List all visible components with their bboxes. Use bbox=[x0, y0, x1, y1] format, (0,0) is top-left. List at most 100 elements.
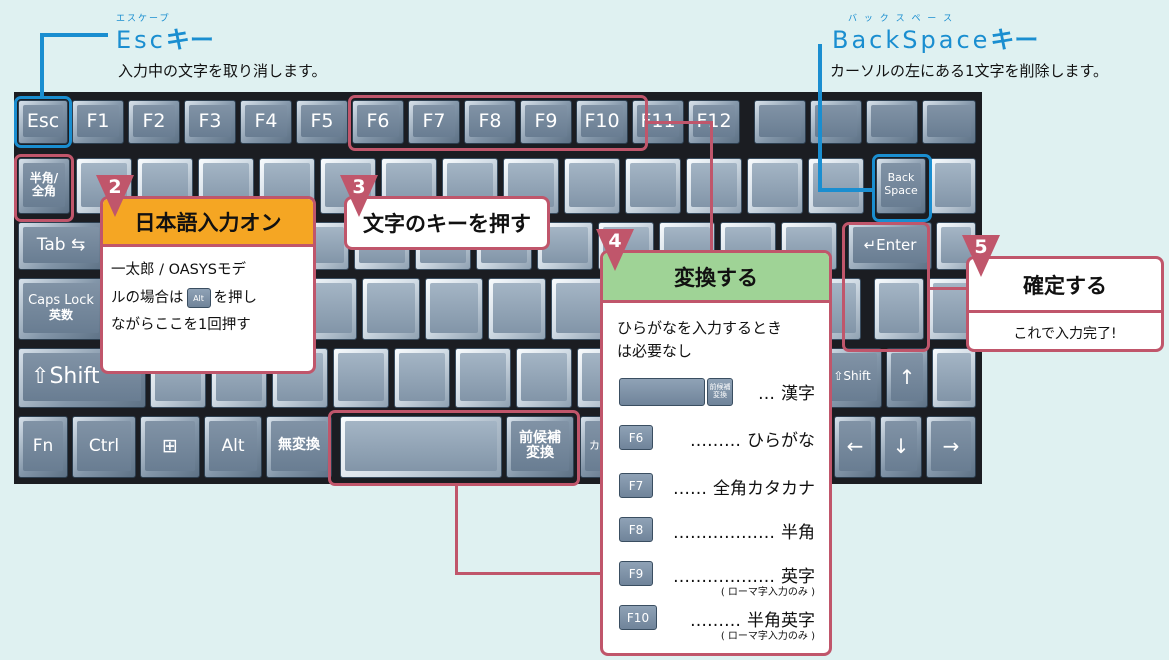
blank-key[interactable] bbox=[930, 158, 976, 214]
blank-key[interactable] bbox=[362, 278, 420, 340]
esc-leader bbox=[40, 33, 108, 37]
row-dots: ……… bbox=[690, 611, 741, 631]
alt-key[interactable]: Alt bbox=[204, 416, 262, 478]
blank-key[interactable] bbox=[516, 348, 572, 408]
step5-number: 5 bbox=[974, 236, 988, 258]
step4-number: 4 bbox=[608, 230, 622, 252]
tab-key[interactable]: Tab ⇆ bbox=[18, 222, 104, 270]
backspace-leader bbox=[818, 188, 874, 192]
step2-marker bbox=[96, 175, 134, 217]
blank-key[interactable] bbox=[564, 158, 620, 214]
f10-key[interactable]: F10 bbox=[576, 100, 628, 144]
esc-highlight bbox=[14, 96, 72, 148]
f6-key[interactable]: F6 bbox=[352, 100, 404, 144]
row-result: ひらがな bbox=[747, 431, 815, 451]
row-dots: ……… bbox=[690, 431, 741, 451]
backspace-title: BackSpaceキー bbox=[832, 26, 1039, 54]
f7-key-icon: F7 bbox=[619, 473, 653, 498]
row-result: 漢字 bbox=[781, 384, 815, 404]
up-arrow-key[interactable]: ↑ bbox=[886, 348, 928, 408]
muhenkan-key[interactable]: 無変換 bbox=[266, 416, 332, 478]
f7-key[interactable]: F7 bbox=[408, 100, 460, 144]
blank-key[interactable] bbox=[754, 100, 806, 144]
blank-key[interactable] bbox=[455, 348, 511, 408]
f10-key-icon: F10 bbox=[619, 605, 657, 630]
esc-description: 入力中の文字を取り消します。 bbox=[118, 62, 327, 80]
row-note: ( ローマ字入力のみ ) bbox=[720, 631, 815, 642]
enter-highlight bbox=[842, 222, 930, 352]
row-dots: … bbox=[758, 384, 775, 404]
f9-key-icon: F9 bbox=[619, 561, 653, 586]
backspace-ruby: バ ッ ク ス ペ ー ス bbox=[848, 14, 955, 24]
blank-key[interactable] bbox=[551, 278, 609, 340]
conversion-row: ……………… 半角 bbox=[673, 518, 815, 543]
zenkouho-key-icon: 前候補変換 bbox=[707, 378, 733, 406]
backspace-highlight bbox=[872, 154, 932, 222]
conversion-row: ………半角英字 bbox=[690, 606, 815, 631]
f6-key-icon: F6 bbox=[619, 425, 653, 450]
hankaku-highlight bbox=[14, 154, 74, 222]
blank-key[interactable] bbox=[932, 348, 976, 408]
step5-title: 確定する bbox=[969, 259, 1161, 313]
enter-lower-key[interactable] bbox=[874, 278, 924, 340]
f5-key[interactable]: F5 bbox=[296, 100, 348, 144]
f8-key-icon: F8 bbox=[619, 517, 653, 542]
step4-title: 変換する bbox=[603, 253, 829, 303]
connector bbox=[455, 572, 603, 575]
step4-callout: 変換する ひらがなを入力するとき は必要なし 前候補変換 … 漢字 F6 ……… ひらが… bbox=[600, 250, 832, 656]
ctrl-key[interactable]: Ctrl bbox=[72, 416, 136, 478]
step4-marker bbox=[596, 229, 634, 271]
blank-key[interactable] bbox=[394, 348, 450, 408]
right-arrow-key[interactable]: → bbox=[926, 416, 976, 478]
esc-key[interactable]: Esc bbox=[18, 100, 68, 144]
step3-marker bbox=[340, 175, 378, 217]
windows-key[interactable]: ⊞ bbox=[140, 416, 200, 478]
backspace-description: カーソルの左にある1文字を削除します。 bbox=[830, 62, 1109, 80]
esc-leader bbox=[40, 33, 44, 97]
esc-title: Escキー bbox=[116, 26, 214, 54]
connector bbox=[930, 287, 970, 290]
backspace-key[interactable]: Back Space bbox=[876, 158, 926, 214]
f9-key[interactable]: F9 bbox=[520, 100, 572, 144]
blank-key[interactable] bbox=[686, 158, 742, 214]
space-key-icon bbox=[619, 378, 705, 406]
backspace-leader bbox=[818, 44, 822, 190]
conversion-row: ……全角カタカナ bbox=[673, 474, 815, 499]
left-arrow-key[interactable]: ← bbox=[834, 416, 876, 478]
connector bbox=[455, 486, 458, 574]
row-dots: ……………… bbox=[673, 567, 775, 587]
space-key[interactable] bbox=[340, 416, 502, 478]
windows-icon: ⊞ bbox=[145, 421, 195, 471]
f8-key[interactable]: F8 bbox=[464, 100, 516, 144]
step3-title: 文字のキーを押す bbox=[363, 212, 531, 236]
connector bbox=[710, 121, 713, 252]
row-result: 半角 bbox=[781, 523, 815, 543]
f4-key[interactable]: F4 bbox=[240, 100, 292, 144]
blank-key[interactable] bbox=[866, 100, 918, 144]
blank-key[interactable] bbox=[808, 158, 864, 214]
alt-key-icon: Alt bbox=[186, 288, 211, 309]
step4-intro: ひらがなを入力するとき は必要なし bbox=[617, 319, 783, 360]
blank-key[interactable] bbox=[625, 158, 681, 214]
blank-key[interactable] bbox=[425, 278, 483, 340]
f1-key[interactable]: F1 bbox=[72, 100, 124, 144]
down-arrow-key[interactable]: ↓ bbox=[880, 416, 922, 478]
f3-key[interactable]: F3 bbox=[184, 100, 236, 144]
f2-key[interactable]: F2 bbox=[128, 100, 180, 144]
hankaku-zenkaku-key[interactable]: 半角/全角 bbox=[18, 158, 70, 214]
blank-key[interactable] bbox=[488, 278, 546, 340]
row-dots: …… bbox=[673, 479, 707, 499]
conversion-row: … 漢字 bbox=[758, 379, 815, 404]
zenkouho-henkan-key[interactable]: 前候補変換 bbox=[506, 416, 574, 478]
esc-ruby: エスケープ bbox=[116, 14, 171, 24]
enter-key[interactable]: ↵Enter bbox=[848, 222, 932, 270]
step3-callout: 文字のキーを押す bbox=[344, 196, 550, 250]
conversion-row: ……… ひらがな bbox=[690, 426, 815, 451]
blank-key[interactable] bbox=[922, 100, 976, 144]
blank-key[interactable] bbox=[333, 348, 389, 408]
fn-key[interactable]: Fn bbox=[18, 416, 68, 478]
blank-key[interactable] bbox=[747, 158, 803, 214]
row-dots: ……………… bbox=[673, 523, 775, 543]
